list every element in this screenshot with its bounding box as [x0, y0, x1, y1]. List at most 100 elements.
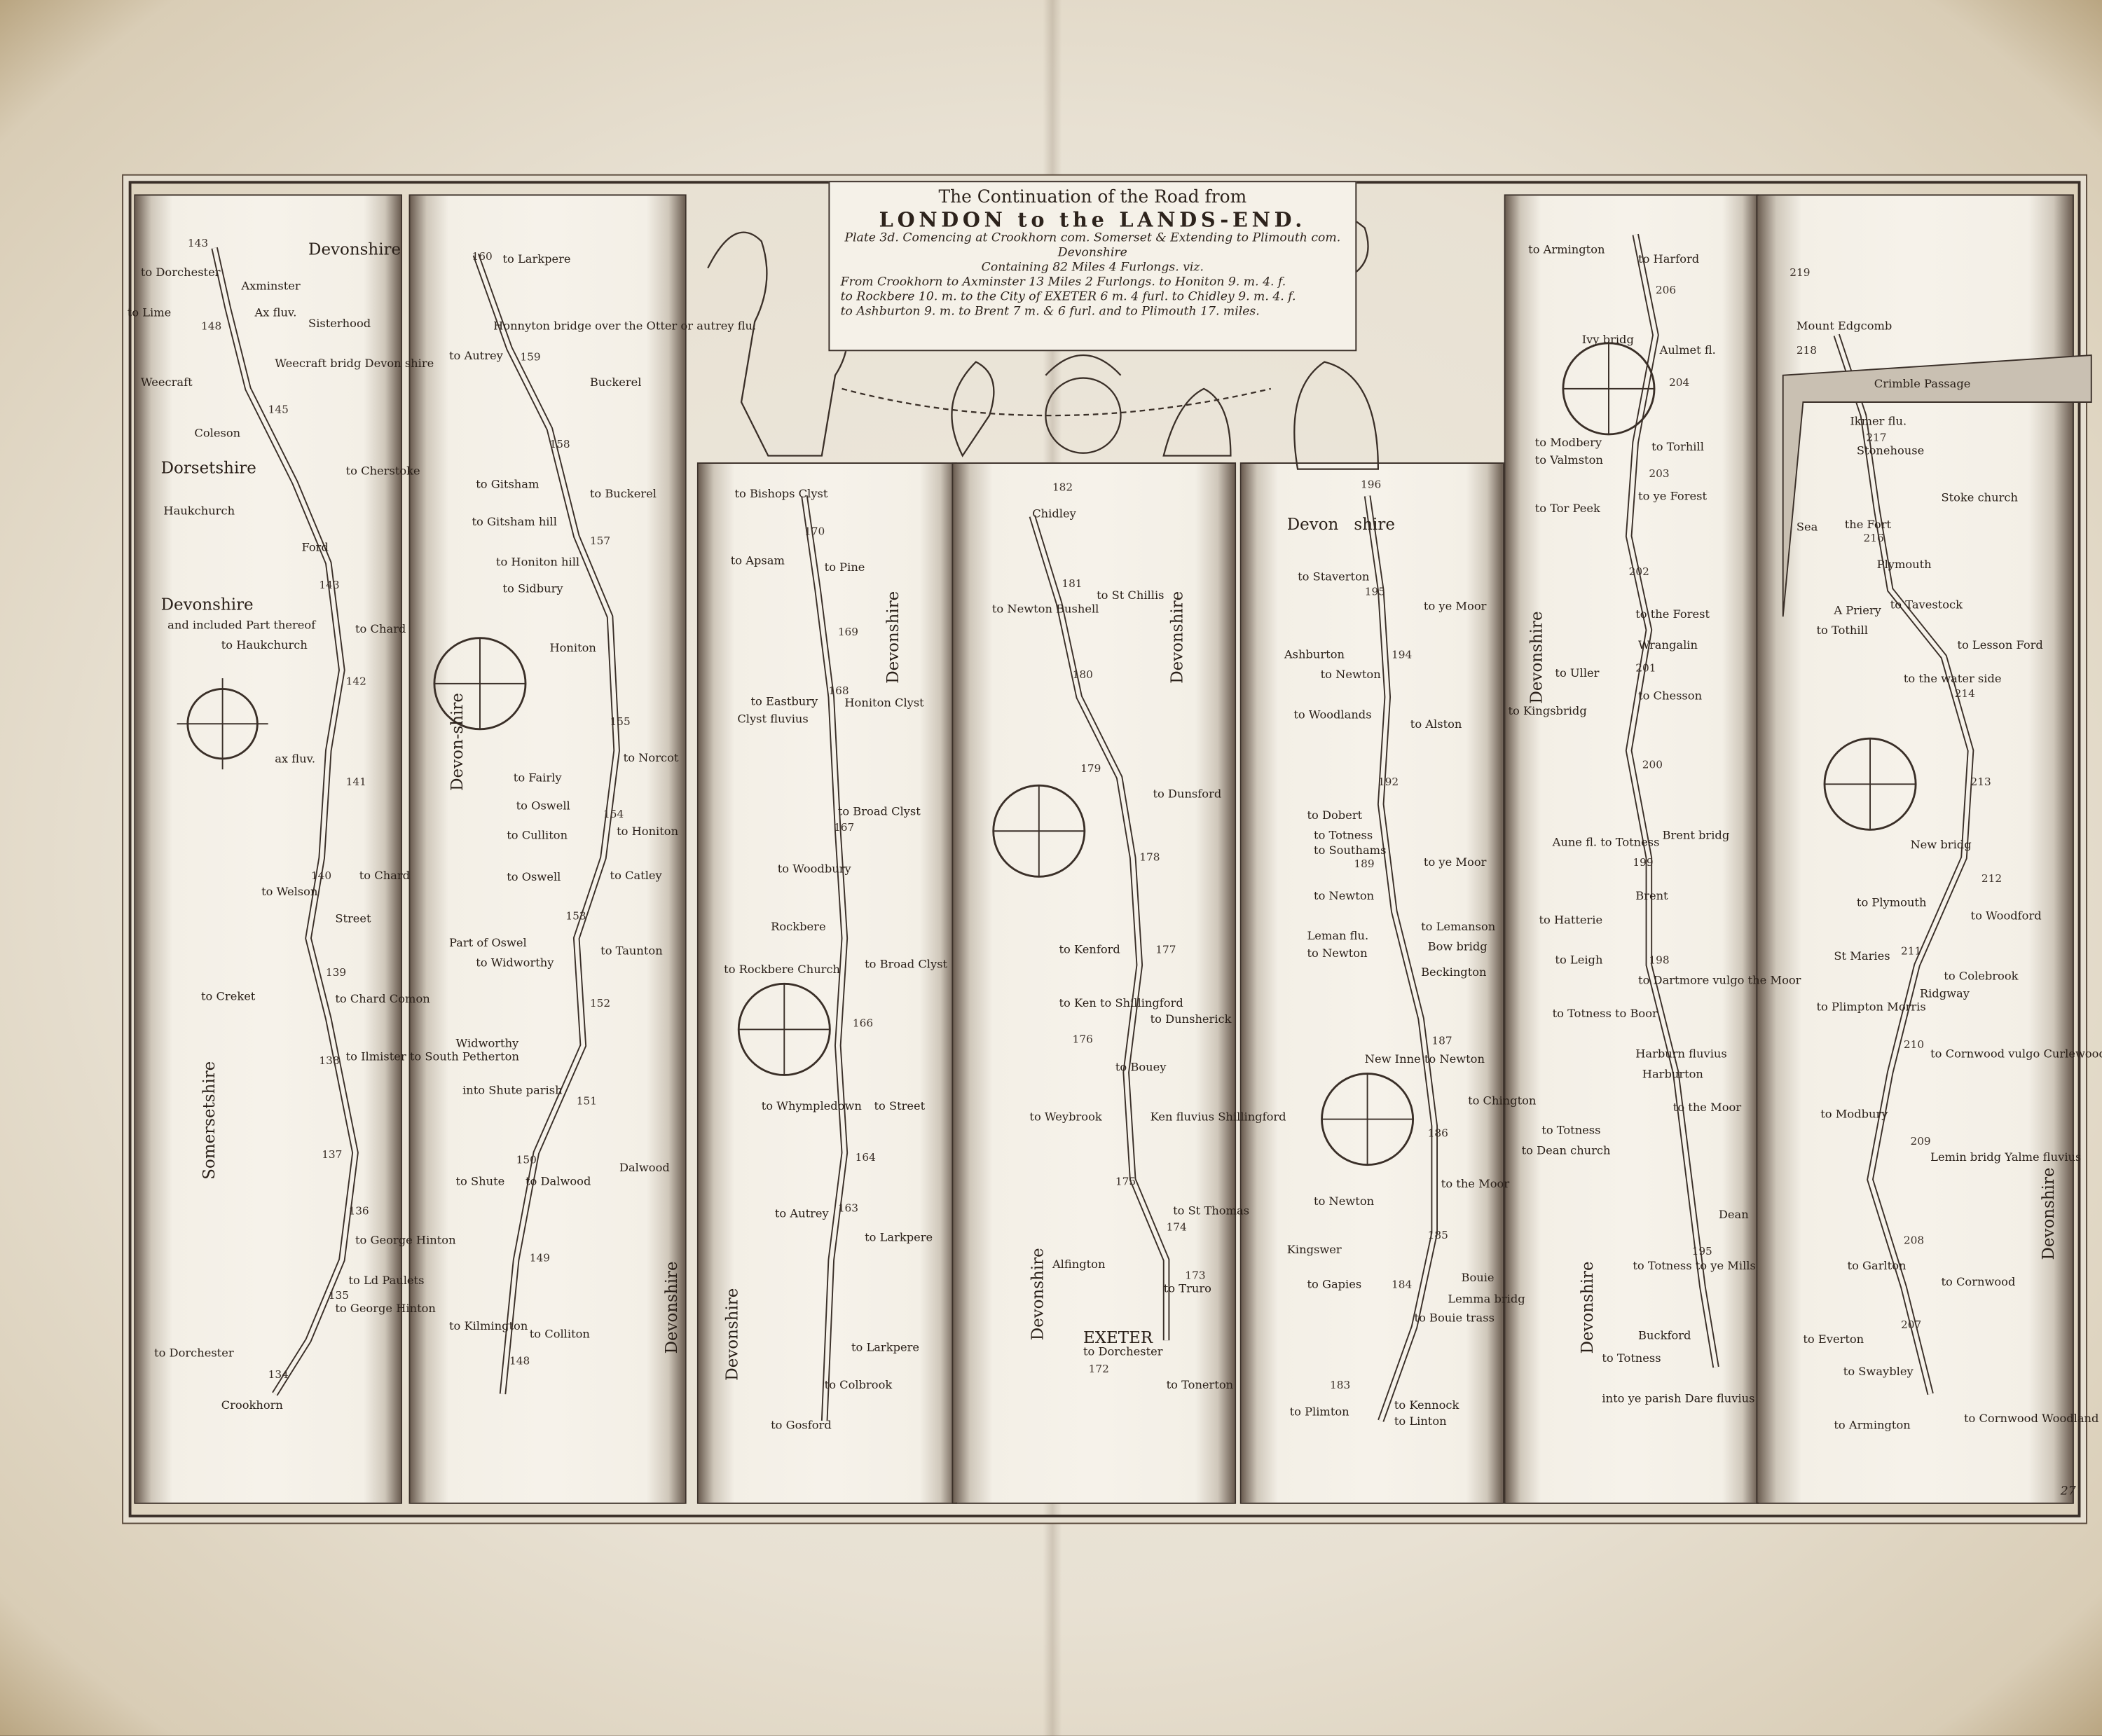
mile-marker: 186 — [1427, 1127, 1448, 1140]
place-label: to Honiton — [617, 825, 679, 839]
place-label: to Bishops Clyst — [734, 488, 828, 502]
mile-marker: 135 — [328, 1289, 349, 1302]
place-label: to Plimpton Morris — [1816, 1001, 1926, 1015]
place-label: to Larkpere — [851, 1342, 920, 1356]
place-label: to Buckerel — [589, 488, 657, 502]
place-label: to Kennock — [1394, 1399, 1459, 1413]
place-label: to Norcot — [623, 752, 679, 766]
mile-marker: 204 — [1669, 376, 1690, 389]
mile-marker: 143 — [319, 579, 340, 591]
mile-marker: 209 — [1910, 1135, 1931, 1148]
place-label: Widworthy — [455, 1037, 519, 1052]
mile-marker: 141 — [345, 776, 366, 789]
mile-marker: 176 — [1072, 1033, 1093, 1046]
place-label: Honnyton bridge over the Otter or autrey… — [493, 320, 757, 334]
place-label: Dean — [1718, 1208, 1749, 1222]
place-label: to Modbury — [1820, 1108, 1888, 1122]
road-strip-5 — [1239, 462, 1504, 1504]
place-label: to Lime — [127, 307, 172, 321]
place-label: Buckerel — [589, 376, 642, 390]
place-label: Ken fluvius Shillingford — [1150, 1111, 1286, 1125]
mile-marker: 198 — [1649, 954, 1670, 967]
place-label: Dorsetshire — [160, 458, 256, 478]
place-label: Aune fl. to Totness — [1552, 836, 1660, 850]
place-label: to Dorchester — [140, 266, 221, 280]
mile-marker: 201 — [1635, 662, 1656, 675]
place-label: Dalwood — [619, 1162, 670, 1176]
mile-marker: 187 — [1431, 1035, 1452, 1047]
mile-marker: 152 — [589, 997, 611, 1010]
place-label: to Colebrook — [1944, 970, 2019, 984]
place-label: Wrangalin — [1638, 639, 1698, 653]
mile-marker: 214 — [1954, 687, 1975, 700]
mile-marker: 195 — [1691, 1245, 1712, 1258]
place-label: Stonehouse — [1856, 445, 1925, 459]
place-label: to George Hinton — [355, 1234, 456, 1248]
place-label: to Armington — [1834, 1419, 1911, 1433]
place-label: to Newton — [1320, 668, 1381, 682]
mile-marker: 143 — [187, 237, 209, 249]
mile-marker: 194 — [1392, 649, 1413, 661]
place-label: to Dunsherick — [1150, 1013, 1232, 1027]
mile-marker: 167 — [834, 821, 855, 834]
place-label: to Dean church — [1521, 1144, 1611, 1159]
place-label: to Totness to Boor — [1552, 1007, 1658, 1021]
place-label: to St Thomas — [1173, 1205, 1250, 1219]
mile-marker: 185 — [1427, 1229, 1448, 1241]
place-label: to Fairly — [513, 772, 562, 786]
place-label: Crookhorn — [221, 1399, 283, 1413]
place-label: to Rockbere Church — [724, 963, 841, 977]
mile-marker: 183 — [1329, 1379, 1351, 1392]
place-label: to Dorchester — [154, 1346, 234, 1360]
place-label: New Inne to Newton — [1364, 1053, 1485, 1067]
place-label: to Bouey — [1115, 1061, 1167, 1075]
mile-marker: 168 — [828, 684, 849, 697]
itinerary-3: to Ashburton 9. m. to Brent 7 m. & 6 fur… — [840, 305, 1260, 319]
place-label: to Uller — [1555, 667, 1600, 681]
place-label: to Alston — [1410, 718, 1462, 732]
place-label: to Tavestock — [1890, 599, 1963, 613]
mile-marker: 163 — [837, 1202, 859, 1215]
mile-marker: 196 — [1360, 478, 1382, 491]
mile-marker: 192 — [1378, 776, 1399, 789]
mile-marker: 154 — [603, 808, 624, 820]
place-label: Crimble Passage — [1874, 378, 1971, 392]
place-label: to Kingsbridg — [1508, 705, 1587, 719]
mile-marker: 136 — [348, 1205, 369, 1218]
place-label: shire — [1354, 514, 1395, 534]
place-label: to Gapies — [1307, 1279, 1362, 1293]
place-label: to Kilmington — [448, 1320, 528, 1334]
place-label: to Pine — [824, 561, 865, 575]
place-label: Honiton Clyst — [844, 696, 924, 711]
place-label: Leman flu. — [1307, 930, 1369, 944]
place-label: Devonshire — [883, 591, 902, 684]
place-label: Devon-shire — [448, 693, 467, 791]
place-label: to Valmston — [1534, 454, 1603, 468]
place-label: Aulmet fl. — [1659, 344, 1716, 358]
place-label: to Totness — [1541, 1124, 1601, 1138]
mile-marker: 210 — [1903, 1038, 1925, 1052]
place-label: to Staverton — [1298, 571, 1370, 585]
itinerary-1: From Crookhorn to Axminster 13 Miles 2 F… — [840, 276, 1286, 290]
mile-marker: 219 — [1790, 266, 1811, 279]
mile-marker: 177 — [1155, 943, 1176, 956]
mile-marker: 206 — [1655, 284, 1677, 296]
place-label: to Plimton — [1289, 1406, 1349, 1420]
place-label: to St Chillis — [1097, 589, 1165, 603]
place-label: Beckington — [1421, 966, 1487, 980]
place-label: to Hatterie — [1539, 914, 1603, 928]
place-label: to Southams — [1314, 844, 1387, 858]
place-label: Weecraft — [140, 376, 193, 390]
place-label: to Honiton hill — [495, 556, 580, 570]
place-label: into ye parish Dare fluvius — [1602, 1392, 1755, 1407]
seated-woman-icon — [1293, 361, 1380, 470]
mile-marker: 178 — [1139, 850, 1160, 864]
place-label: to ye Moor — [1423, 856, 1487, 870]
plate-description: Plate 3d. Comencing at Crookhorn com. So… — [844, 232, 1341, 261]
place-label: to Chesson — [1638, 690, 1703, 704]
place-label: to Chington — [1468, 1095, 1537, 1109]
place-label: to Dobert — [1307, 809, 1363, 823]
place-label: to Haukchurch — [221, 639, 308, 653]
place-label: Devonshire — [662, 1261, 681, 1354]
mile-marker: 150 — [516, 1154, 537, 1166]
